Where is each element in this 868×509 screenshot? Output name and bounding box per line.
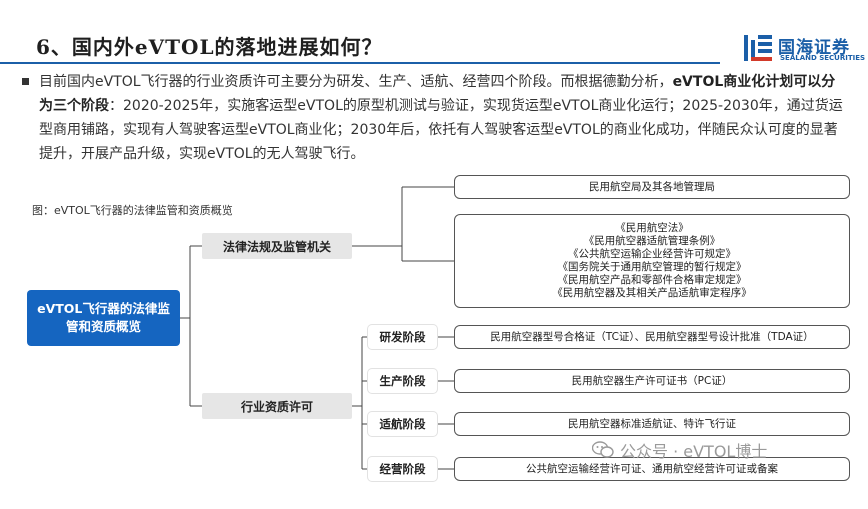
stage-airworthiness: 适航阶段: [368, 412, 437, 436]
connector-law-boxes: [352, 186, 454, 262]
stage-operation: 经营阶段: [368, 457, 437, 481]
root-node: eVTOL飞行器的法律监管和资质概览: [27, 290, 180, 346]
logo-english-text: SEALAND SECURITIES: [780, 54, 866, 62]
title-divider: [0, 62, 720, 64]
connector-stage-boxes: [437, 336, 454, 470]
box-airworthiness-certificates: 民用航空器标准适航证、特许飞行证: [454, 412, 850, 436]
intro-text-bold: eVTOL商业化计划可以分为三个阶段: [39, 74, 836, 114]
box-caac-authority-text: 民用航空局及其各地管理局: [589, 181, 715, 193]
page-title: 6、国内外eVTOL的落地进展如何？: [36, 35, 383, 59]
square-bullet-icon: [22, 78, 29, 85]
watermark-text: 公众号 · eVTOL博士: [620, 442, 768, 461]
regulation-item: 《民用航空法》: [615, 222, 689, 234]
box-operation-licenses-text: 公共航空运输经营许可证、通用航空经营许可证或备案: [526, 463, 778, 475]
logo-chinese-text: 国海证券: [778, 38, 850, 58]
wechat-icon: [592, 441, 614, 458]
intro-text-part1: 目前国内eVTOL飞行器的行业资质许可主要分为研发、生产、适航、经营四个阶段。而…: [39, 74, 673, 90]
box-airworthiness-certificates-text: 民用航空器标准适航证、特许飞行证: [568, 418, 736, 430]
connector-root-branches: [180, 245, 202, 407]
box-rd-certificates-text: 民用航空器型号合格证（TC证）、民用航空器型号设计批准（TDA证）: [490, 331, 814, 343]
box-production-certificate-text: 民用航空器生产许可证书（PC证）: [571, 375, 733, 387]
intro-paragraph: 目前国内eVTOL飞行器的行业资质许可主要分为研发、生产、适航、经营四个阶段。而…: [22, 70, 846, 166]
branch-laws-regulators: 法律法规及监管机关: [202, 233, 352, 259]
box-rd-certificates: 民用航空器型号合格证（TC证）、民用航空器型号设计批准（TDA证）: [454, 325, 850, 349]
regulation-item: 《国务院关于通用航空管理的暂行规定》: [557, 261, 747, 273]
intro-text-part2: ：2020-2025年，实施客运型eVTOL的原型机测试与验证，实现货运型eVT…: [39, 98, 843, 162]
box-caac-authority: 民用航空局及其各地管理局: [454, 175, 850, 199]
regulation-item: 《民用航空器适航管理条例》: [583, 235, 721, 247]
intro-text: 目前国内eVTOL飞行器的行业资质许可主要分为研发、生产、适航、经营四个阶段。而…: [22, 70, 846, 166]
figure-caption: 图：eVTOL飞行器的法律监管和资质概览: [32, 204, 233, 217]
brand-logo: 国海证券 SEALAND SECURITIES: [742, 32, 868, 66]
box-regulations-list: 《民用航空法》 《民用航空器适航管理条例》 《公共航空运输企业经营许可规定》 《…: [454, 214, 850, 308]
regulation-item: 《民用航空器及其相关产品适航审定程序》: [552, 287, 752, 299]
box-operation-licenses: 公共航空运输经营许可证、通用航空经营许可证或备案: [454, 457, 850, 481]
connector-license-stages: [352, 336, 368, 470]
regulation-item: 《公共航空运输企业经营许可规定》: [568, 248, 736, 260]
sealand-logo-icon: [744, 35, 772, 61]
branch-industry-license: 行业资质许可: [202, 393, 352, 419]
stage-production: 生产阶段: [368, 369, 437, 393]
stage-rd: 研发阶段: [368, 325, 437, 349]
box-production-certificate: 民用航空器生产许可证书（PC证）: [454, 369, 850, 393]
wechat-watermark: 公众号 · eVTOL博士: [592, 438, 767, 462]
regulation-item: 《民用航空产品和零部件合格审定规定》: [557, 274, 747, 286]
